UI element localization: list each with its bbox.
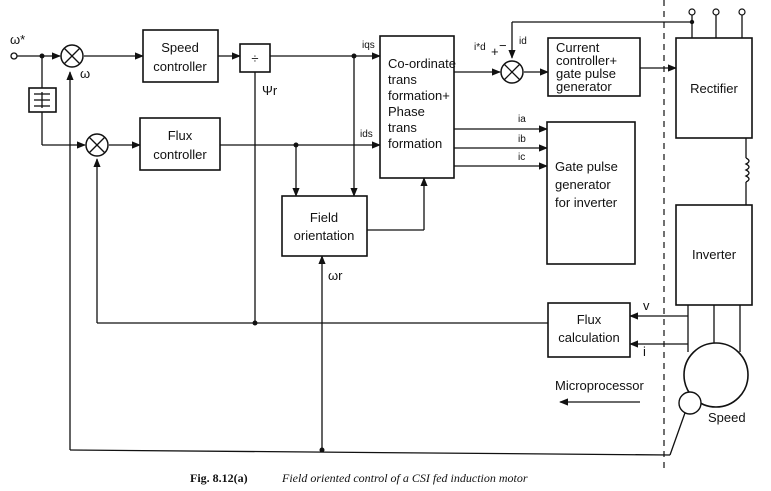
microprocessor-label: Microprocessor <box>555 378 645 393</box>
coordinate-transformation-block: Co-ordinate trans formation+ Phase trans… <box>379 35 456 179</box>
gate-pulse-label-1: Gate pulse <box>555 159 618 174</box>
speed-controller-label-1: Speed <box>161 40 199 55</box>
coord-label-6: formation <box>388 136 442 151</box>
current-controller-label-2: controller+ <box>556 53 617 68</box>
flux-calculation-block: Flux calculation <box>547 302 631 358</box>
coord-label-4: Phase <box>388 104 425 119</box>
gate-pulse-label-2: generator <box>555 177 611 192</box>
divider-block: ÷ <box>239 43 271 73</box>
i-label: i <box>643 344 646 359</box>
divider-label: ÷ <box>251 51 258 66</box>
summing-junction-flux <box>85 133 109 157</box>
current-controller-label-3: gate pulse <box>556 66 616 81</box>
caption-number: Fig. 8.12(a) <box>190 471 248 485</box>
current-controller-label-4: generator <box>556 79 612 94</box>
omega-ref-label: ω* <box>10 32 25 47</box>
field-orientation-block: Field orientation <box>281 195 368 257</box>
omega-label: ω <box>80 66 90 81</box>
iqs-label: iqs <box>362 40 375 51</box>
rectifier-label: Rectifier <box>690 81 738 96</box>
flux-controller-block: Flux controller <box>139 117 221 171</box>
summing-junction-speed <box>60 44 84 68</box>
coord-label-1: Co-ordinate <box>388 56 456 71</box>
rectifier-block: Rectifier <box>675 37 753 139</box>
caption-text: Field oriented control of a CSI fed indu… <box>281 471 528 485</box>
plus-sign: + <box>491 44 499 59</box>
ic-label: ic <box>518 152 525 163</box>
ia-label: ia <box>518 114 526 125</box>
id-ref-label: i*d <box>474 42 486 53</box>
coord-label-2: trans <box>388 72 417 87</box>
flux-calculation-label-1: Flux <box>577 312 602 327</box>
speed-controller-label-2: controller <box>153 59 207 74</box>
flux-calculation-label-2: calculation <box>558 330 619 345</box>
gate-pulse-generator-block: Gate pulse generator for inverter <box>546 121 636 265</box>
coord-label-5: trans <box>388 120 417 135</box>
field-orientation-label-1: Field <box>310 210 338 225</box>
omega-r-label: ωr <box>328 268 343 283</box>
ids-label: ids <box>360 129 373 140</box>
power-circuit <box>678 8 750 415</box>
signal-lines <box>16 21 692 456</box>
speed-controller-block: Speed controller <box>142 29 219 83</box>
flux-controller-label-1: Flux <box>168 128 193 143</box>
current-controller-label-1: Current <box>556 40 600 55</box>
speed-label: Speed <box>708 410 746 425</box>
gate-pulse-label-3: for inverter <box>555 195 618 210</box>
ib-label: ib <box>518 134 526 145</box>
coord-label-3: formation+ <box>388 88 450 103</box>
inverter-block: Inverter <box>675 204 753 306</box>
filter-block <box>28 87 57 113</box>
flux-controller-label-2: controller <box>153 147 207 162</box>
minus-sign: − <box>499 38 507 53</box>
summing-junction-current <box>500 60 524 84</box>
v-label: v <box>643 298 650 313</box>
psi-r-label: Ψr <box>262 83 278 98</box>
inverter-label: Inverter <box>692 247 737 262</box>
current-controller-block: Current controller+ gate pulse generator <box>547 37 641 97</box>
field-orientation-label-2: orientation <box>294 228 355 243</box>
input-terminal <box>10 52 18 60</box>
id-label: id <box>519 36 527 47</box>
